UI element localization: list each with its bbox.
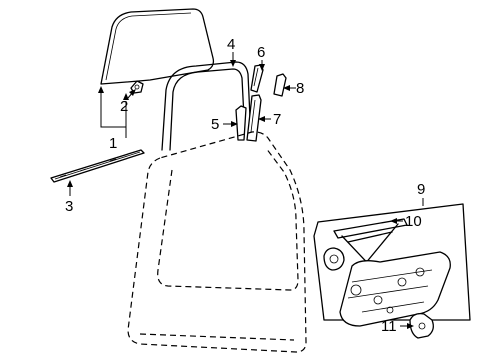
callout-6: 6 bbox=[257, 44, 265, 61]
regulator-box bbox=[313, 203, 471, 321]
door-glass bbox=[100, 8, 215, 85]
callout-11: 11 bbox=[381, 318, 397, 335]
callout-5: 5 bbox=[211, 116, 219, 133]
division-channel bbox=[235, 105, 247, 141]
callout-8: 8 bbox=[296, 80, 304, 97]
callout-3: 3 bbox=[65, 198, 73, 215]
glass-run-channel bbox=[161, 61, 251, 151]
callout-10: 10 bbox=[405, 213, 422, 230]
door-outline bbox=[127, 131, 307, 353]
window-regulator bbox=[323, 218, 451, 327]
run-channel bbox=[246, 94, 262, 142]
callout-9: 9 bbox=[417, 181, 425, 198]
callout-1: 1 bbox=[109, 135, 117, 152]
leader-lines bbox=[67, 52, 424, 329]
callout-2: 2 bbox=[120, 98, 128, 115]
regulator-motor bbox=[409, 312, 434, 339]
callout-7: 7 bbox=[273, 111, 281, 128]
bracket bbox=[273, 73, 287, 97]
belt-weatherstrip bbox=[50, 149, 145, 183]
callout-4: 4 bbox=[227, 36, 235, 53]
